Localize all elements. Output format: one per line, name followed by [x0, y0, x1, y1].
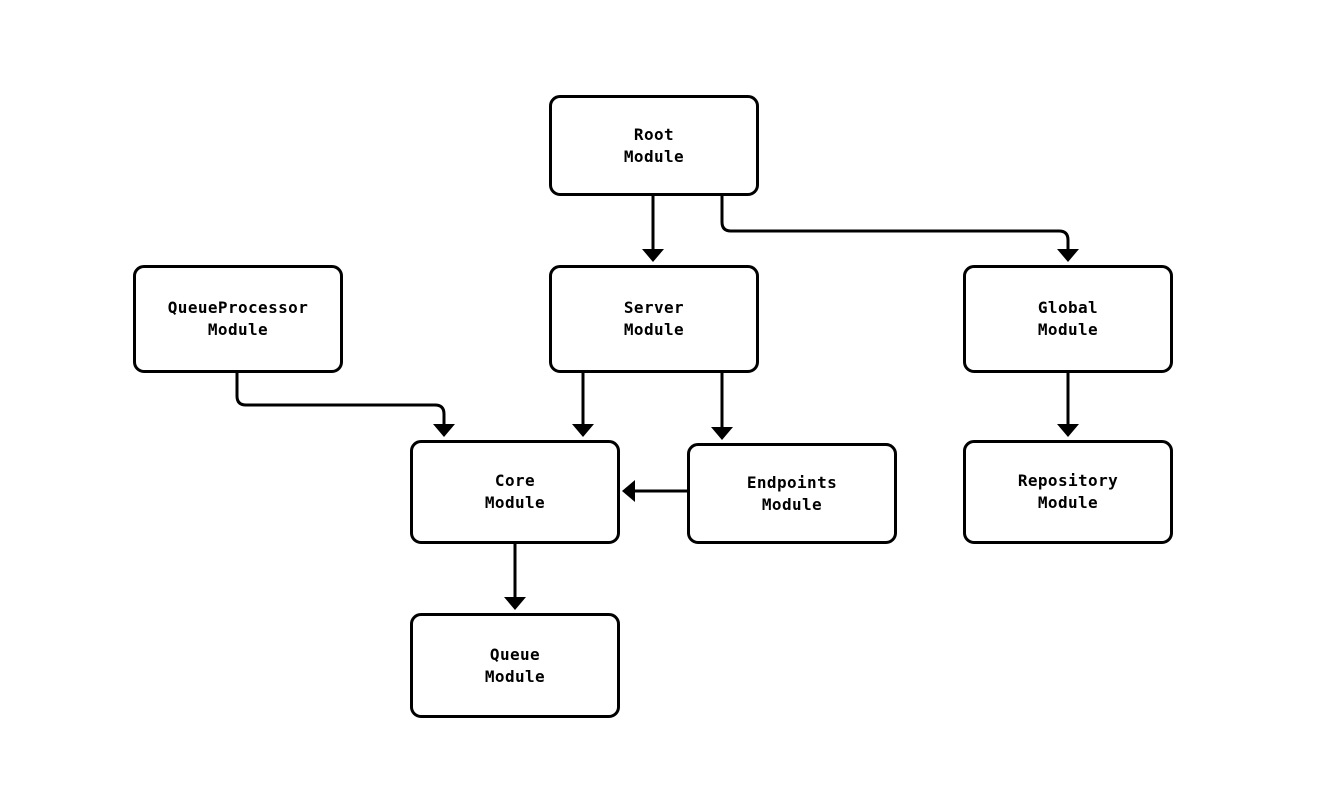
arrowhead-icon: [1057, 424, 1079, 437]
edge-line: [720, 196, 1070, 254]
node-subtitle: Module: [623, 320, 685, 339]
edge-server-endpoints: [711, 373, 733, 440]
edge-global-repository: [1057, 373, 1079, 437]
node-subtitle: Module: [484, 666, 546, 686]
arrowhead-icon: [622, 480, 635, 502]
arrowhead-icon: [572, 424, 594, 437]
node-subtitle: Module: [761, 494, 823, 514]
node-title: Root: [633, 124, 675, 144]
edge-line: [235, 373, 446, 429]
node-title: Core: [494, 471, 536, 490]
node-title: Queue: [489, 644, 541, 664]
node-subtitle: Module: [1037, 493, 1099, 512]
node-subtitle: Module: [207, 320, 269, 339]
arrowhead-icon: [504, 597, 526, 610]
node-subtitle: Module: [1037, 320, 1099, 339]
arrowhead-icon: [711, 427, 733, 440]
node-title: Repository: [1017, 471, 1119, 490]
node-title: QueueProcessor: [167, 298, 309, 317]
edge-endpoints-core: [622, 480, 687, 502]
edge-root-server: [642, 196, 664, 262]
edge-root-global: [720, 196, 1079, 262]
arrowhead-icon: [433, 424, 455, 437]
arrowhead-icon: [642, 249, 664, 262]
node-title: Server: [623, 298, 685, 317]
node-title: Endpoints: [746, 472, 838, 492]
edge-core-queue: [504, 544, 526, 610]
node-subtitle: Module: [484, 493, 546, 512]
edge-server-core: [572, 373, 594, 437]
edge-queueprocessor-core: [235, 373, 455, 437]
node-subtitle: Module: [623, 146, 685, 166]
node-title: Global: [1037, 298, 1099, 317]
arrowhead-icon: [1057, 249, 1079, 262]
